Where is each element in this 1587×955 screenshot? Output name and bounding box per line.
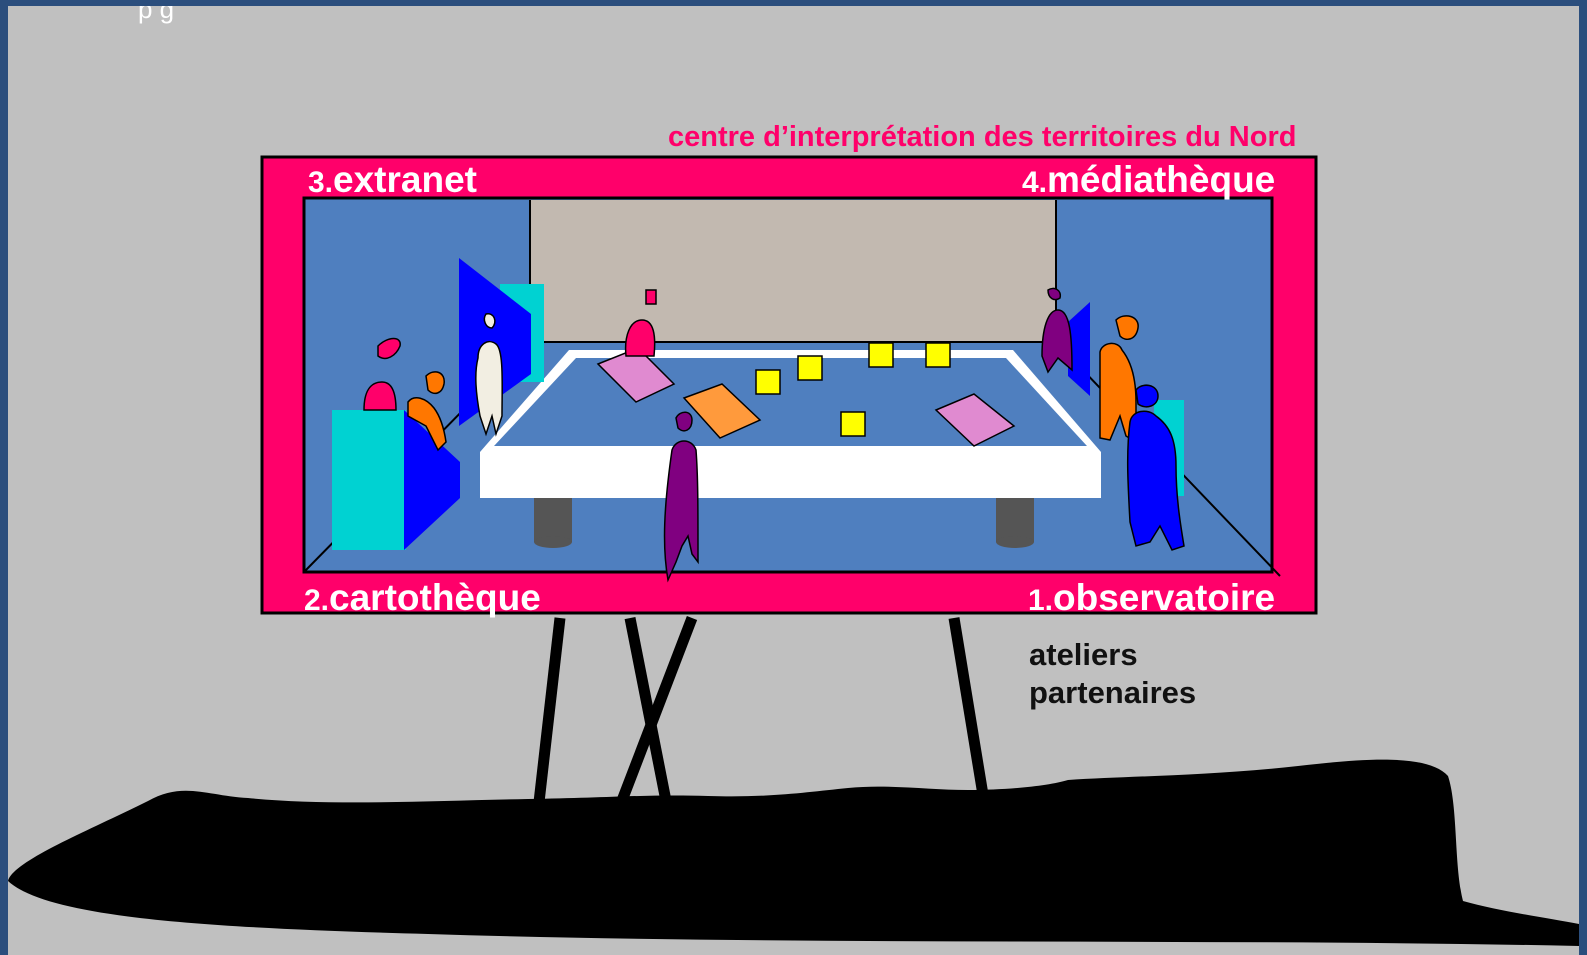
screen-right-back — [1068, 302, 1090, 396]
easel-leg-4 — [948, 617, 990, 802]
table-front — [480, 452, 1101, 498]
yellow-marker — [840, 411, 866, 437]
back-wall — [530, 200, 1056, 342]
easel-leg-2 — [624, 616, 674, 813]
document-orange — [682, 383, 762, 439]
label-mediatheque: 4.médiathèque — [1022, 159, 1275, 201]
screen-left-front-cyan — [332, 410, 406, 550]
person-blue-right — [1126, 384, 1185, 551]
table-leg — [534, 498, 572, 548]
label-extranet: 3.extranet — [308, 159, 477, 201]
label-number: 2. — [304, 584, 330, 617]
label-number: 3. — [308, 166, 334, 199]
side-note-line-1: ateliers — [1029, 637, 1138, 672]
yellow-marker — [868, 342, 894, 368]
scene-illustration — [8, 155, 1579, 946]
document-pink-right — [934, 393, 1016, 447]
table-leg — [996, 498, 1034, 548]
label-text: cartothèque — [329, 577, 541, 618]
person-purple-back — [1041, 287, 1073, 374]
person-orange-right — [1099, 315, 1139, 444]
easel-leg-3 — [612, 616, 698, 813]
person-orange-left — [407, 371, 447, 452]
yellow-marker — [925, 342, 951, 368]
label-text: extranet — [333, 159, 477, 200]
yellow-markers — [755, 342, 951, 437]
label-number: 1. — [1028, 584, 1054, 617]
side-note-line-2: partenaires — [1029, 675, 1197, 710]
person-purple-front — [663, 411, 699, 583]
person-pink-back — [624, 289, 657, 357]
label-number: 4. — [1022, 166, 1048, 199]
person-cream — [475, 313, 503, 437]
person-pink-left — [363, 337, 401, 411]
side-note: ateliers partenaires — [1029, 636, 1196, 712]
ground-silhouette — [8, 759, 1579, 946]
label-cartotheque: 2.cartothèque — [304, 577, 541, 619]
diagram-canvas: p g — [8, 6, 1579, 955]
diagram-title: centre d’interprétation des territoires … — [668, 121, 1297, 153]
label-observatoire: 1.observatoire — [1028, 577, 1275, 619]
label-text: médiathèque — [1047, 159, 1276, 200]
easel-leg-1 — [532, 617, 566, 812]
cropped-top-text: p g — [138, 6, 175, 24]
label-text: observatoire — [1053, 577, 1276, 618]
yellow-marker — [755, 369, 781, 395]
yellow-marker — [797, 355, 823, 381]
easel-legs — [532, 616, 990, 813]
screen-left-front — [404, 410, 460, 550]
document-pink-left — [596, 347, 676, 403]
